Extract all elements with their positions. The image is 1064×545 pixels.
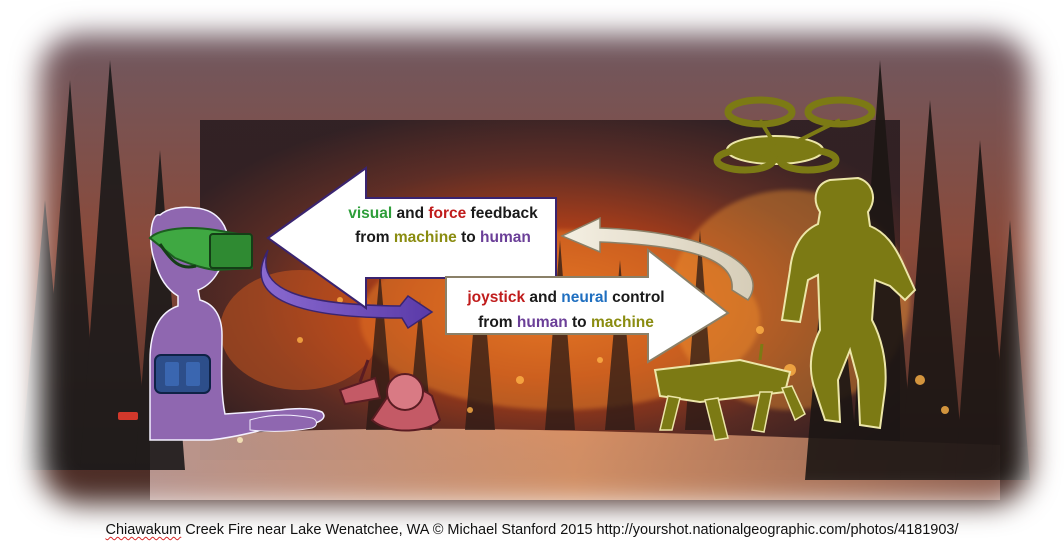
feedback-flow-curve xyxy=(560,216,754,302)
word-from: from xyxy=(478,314,517,331)
word-to: to xyxy=(457,229,480,246)
word-joystick: joystick xyxy=(466,289,525,306)
control-arrow: joystick and neural control from human t… xyxy=(445,247,730,364)
word-control: control xyxy=(608,289,665,306)
joystick-controller-icon xyxy=(338,359,442,432)
word-machine: machine xyxy=(394,229,457,246)
photo-credit-caption: Chiawakum Creek Fire near Lake Wenatchee… xyxy=(0,522,1064,538)
caption-text: Creek Fire near Lake Wenatchee, WA © Mic… xyxy=(181,522,959,538)
feedback-label-line1: visual and force feedback xyxy=(348,205,538,222)
word-human: human xyxy=(517,314,568,331)
haptic-glove-icon xyxy=(154,354,211,394)
drone-icon xyxy=(713,96,876,174)
control-label-line2: from human to machine xyxy=(478,314,654,331)
word-from: from xyxy=(355,229,394,246)
vr-headset-icon xyxy=(148,227,254,272)
word-and: and xyxy=(525,289,561,306)
control-flow-curve xyxy=(260,249,434,330)
feedback-label-line2: from machine to human xyxy=(355,229,531,246)
word-visual: visual xyxy=(348,205,392,222)
word-force: force xyxy=(428,205,466,222)
word-to: to xyxy=(568,314,591,331)
word-feedback: feedback xyxy=(466,205,538,222)
word-and: and xyxy=(392,205,428,222)
word-human: human xyxy=(480,229,531,246)
quadruped-robot-icon xyxy=(653,343,806,441)
caption-misspelling: Chiawakum xyxy=(105,522,182,538)
feedback-arrow: visual and force feedback from machine t… xyxy=(266,166,557,310)
control-label-line1: joystick and neural control xyxy=(466,289,664,306)
humanoid-robot-icon xyxy=(780,176,917,430)
word-neural: neural xyxy=(561,289,608,306)
word-machine: machine xyxy=(591,314,654,331)
